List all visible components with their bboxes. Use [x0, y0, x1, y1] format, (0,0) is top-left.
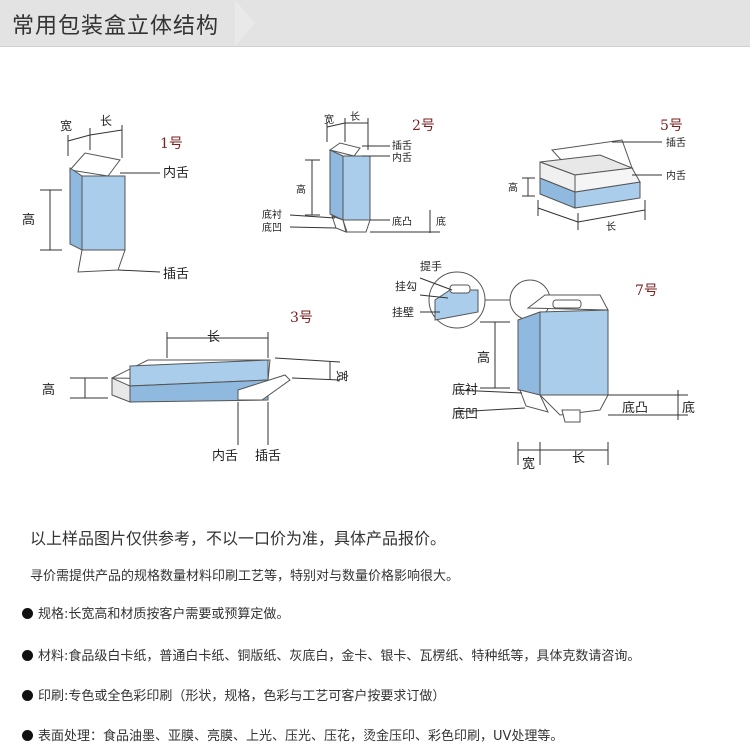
box1-number: 1号 — [160, 136, 183, 152]
header-bar: 常用包装盒立体结构 — [0, 0, 750, 47]
box1-width-label: 宽 — [60, 118, 72, 133]
box2-insert-tongue-label: 插舌 — [392, 139, 412, 152]
box5-figure: 5号 插舌 内舌 高 长 — [508, 118, 686, 233]
box7-figure: 提手 挂勾 挂壁 7号 高 底衬 底凹 底凸 底 宽 长 — [392, 259, 695, 472]
box7-width-label: 宽 — [522, 456, 535, 472]
bullet-dot-icon — [22, 730, 33, 741]
box1-insert-tongue-label: 插舌 — [163, 267, 189, 282]
inquiry-text: 寻价需提供产品的规格数量材料印刷工艺等，特别对与数量价格影响很大。 — [30, 569, 460, 584]
box3-inner-tongue-label: 内舌 — [212, 448, 238, 464]
box7-hook-label: 挂勾 — [395, 279, 417, 293]
box1-figure: 宽 长 1号 内舌 高 插舌 — [22, 114, 189, 282]
box7-handle-label: 提手 — [420, 259, 442, 273]
box5-insert-tongue-label: 插舌 — [666, 136, 686, 149]
box3-height-label: 高 — [42, 382, 55, 398]
box3-figure: 长 3号 高 宽 内舌 插舌 — [42, 310, 350, 464]
spec-text: 印刷:专色或全色彩印刷（形状，规格，色彩与工艺可客户按要求订做） — [38, 689, 446, 704]
disclaimer-text: 以上样品图片仅供参考，不以一口价为准，具体产品报价。 — [30, 529, 447, 548]
box2-bottom-label: 底 — [436, 215, 446, 228]
box5-length-label: 长 — [606, 221, 616, 233]
bullet-dot-icon — [22, 650, 33, 661]
box2-bottom-liner-label: 底衬 — [262, 208, 282, 221]
box1-length-label: 长 — [100, 114, 112, 128]
box2-figure: 宽 长 2号 插舌 内舌 高 底衬 底凹 底凸 底 — [262, 111, 446, 234]
bullet-dot-icon — [22, 690, 33, 701]
box7-hang-wall-label: 挂壁 — [392, 305, 414, 319]
box2-bottom-notch-label: 底凹 — [262, 221, 282, 234]
box2-height-label: 高 — [296, 183, 306, 196]
box5-number: 5号 — [660, 118, 683, 134]
spec-item: 材料:食品级白卡纸，普通白卡纸、铜版纸、灰底白，金卡、银卡、瓦楞纸、特种纸等，具… — [22, 645, 640, 664]
box2-number: 2号 — [412, 118, 435, 134]
box2-inner-tongue-label: 内舌 — [392, 151, 412, 164]
spec-item: 规格:长宽高和材质按客户需要或预算定做。 — [22, 603, 289, 622]
box1-height-label: 高 — [22, 212, 35, 228]
box3-length-label: 长 — [207, 330, 220, 345]
box7-number: 7号 — [635, 283, 658, 299]
box5-height-label: 高 — [508, 181, 518, 194]
header-band — [225, 0, 235, 46]
spec-text: 表面处理：食品油墨、亚膜、亮膜、上光、压光、压花，烫金压印、彩色印刷，UV处理等… — [38, 729, 564, 744]
box3-number: 3号 — [290, 310, 313, 326]
box3-width-label: 宽 — [335, 370, 350, 382]
spec-text: 规格:长宽高和材质按客户需要或预算定做。 — [38, 607, 290, 622]
box7-bottom-label: 底 — [682, 400, 695, 416]
box7-bottom-tab-label: 底凸 — [622, 400, 648, 416]
box7-bottom-notch-label: 底凹 — [452, 406, 478, 422]
bullet-dot-icon — [22, 608, 33, 619]
box7-height-label: 高 — [477, 350, 490, 366]
box7-bottom-liner-label: 底衬 — [452, 382, 478, 398]
spec-item: 印刷:专色或全色彩印刷（形状，规格，色彩与工艺可客户按要求订做） — [22, 685, 445, 704]
header-arrow — [235, 0, 255, 46]
box5-inner-tongue-label: 内舌 — [666, 169, 686, 182]
page-title: 常用包装盒立体结构 — [12, 14, 220, 39]
spec-text: 材料:食品级白卡纸，普通白卡纸、铜版纸、灰底白，金卡、银卡、瓦楞纸、特种纸等，具… — [38, 649, 641, 664]
box7-length-label: 长 — [572, 451, 585, 466]
box2-width-label: 宽 — [324, 113, 334, 126]
box2-bottom-tab-label: 底凸 — [392, 215, 412, 228]
box3-insert-tongue-label: 插舌 — [255, 449, 281, 464]
box-structure-diagram: 宽 长 1号 内舌 高 插舌 宽 长 2号 插舌 内舌 高 底衬 底凹 — [22, 111, 695, 472]
spec-item: 表面处理：食品油墨、亚膜、亮膜、上光、压光、压花，烫金压印、彩色印刷，UV处理等… — [22, 725, 563, 744]
box1-inner-tongue-label: 内舌 — [163, 165, 189, 181]
box2-length-label: 长 — [350, 111, 360, 123]
